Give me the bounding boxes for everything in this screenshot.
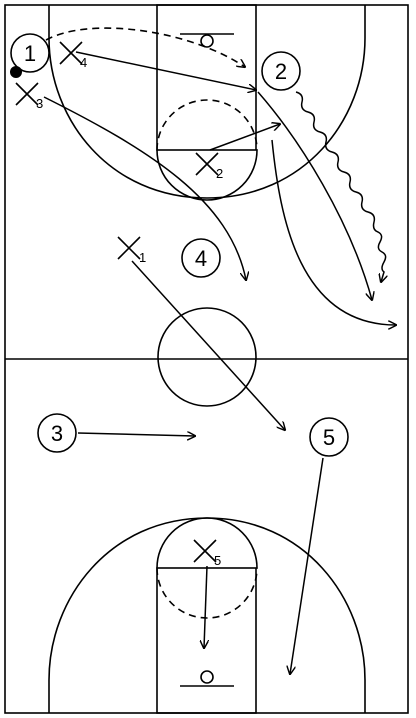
defense-label: 2: [216, 166, 223, 181]
free-throw-circle-top-solid: [156, 149, 258, 201]
cut-x5: [204, 565, 207, 648]
lane-top: [156, 4, 257, 151]
court-lines: [4, 4, 409, 714]
defense-label: 3: [36, 96, 43, 111]
offense-label: 1: [24, 41, 36, 66]
offense-label: 4: [195, 246, 207, 271]
cut-x4: [75, 51, 256, 90]
cut-x2-continue: [271, 139, 396, 325]
ball-icon: [10, 66, 22, 78]
free-throw-circle-bottom-solid: [156, 517, 258, 569]
free-throw-circle-top-dashed: [156, 99, 258, 151]
offense-label: 2: [275, 59, 287, 84]
pass-1-to-2: [45, 27, 245, 67]
dribble-2: [295, 91, 386, 282]
cut-o5: [290, 457, 324, 674]
offense-label: 5: [323, 425, 335, 450]
free-throw-circle-bottom-dashed: [156, 567, 258, 619]
three-point-arc-top: [48, 5, 366, 199]
offense-player-3: 3: [37, 413, 77, 453]
defense-player-x4: 4: [59, 41, 87, 70]
cut-x1: [131, 260, 285, 430]
defense-player-x3: 3: [15, 82, 43, 111]
offense-player-4: 4: [181, 238, 221, 278]
rim-top: [200, 34, 214, 48]
center-circle: [157, 307, 257, 407]
defense-label: 4: [80, 55, 87, 70]
defense-player-x2: 2: [195, 152, 223, 181]
offense-label: 3: [51, 421, 63, 446]
cut-x4-continue: [257, 91, 372, 300]
defense-player-x1: 1: [117, 236, 146, 265]
movement-lines: [43, 27, 396, 674]
rim-bottom: [200, 670, 214, 684]
cut-o3: [77, 433, 195, 436]
offense-player-1: 1: [10, 33, 50, 78]
offense-player-5: 5: [309, 417, 349, 457]
cut-x2: [209, 124, 280, 151]
offense-player-2: 2: [261, 51, 301, 91]
defense-label: 1: [139, 250, 146, 265]
defense-label: 5: [214, 553, 221, 568]
offense-players: 1 2 3 4 5: [10, 33, 349, 457]
defense-player-x5: 5: [193, 539, 221, 568]
defense-players: 1 2 3 4 5: [15, 41, 223, 568]
cut-x3: [43, 96, 246, 280]
